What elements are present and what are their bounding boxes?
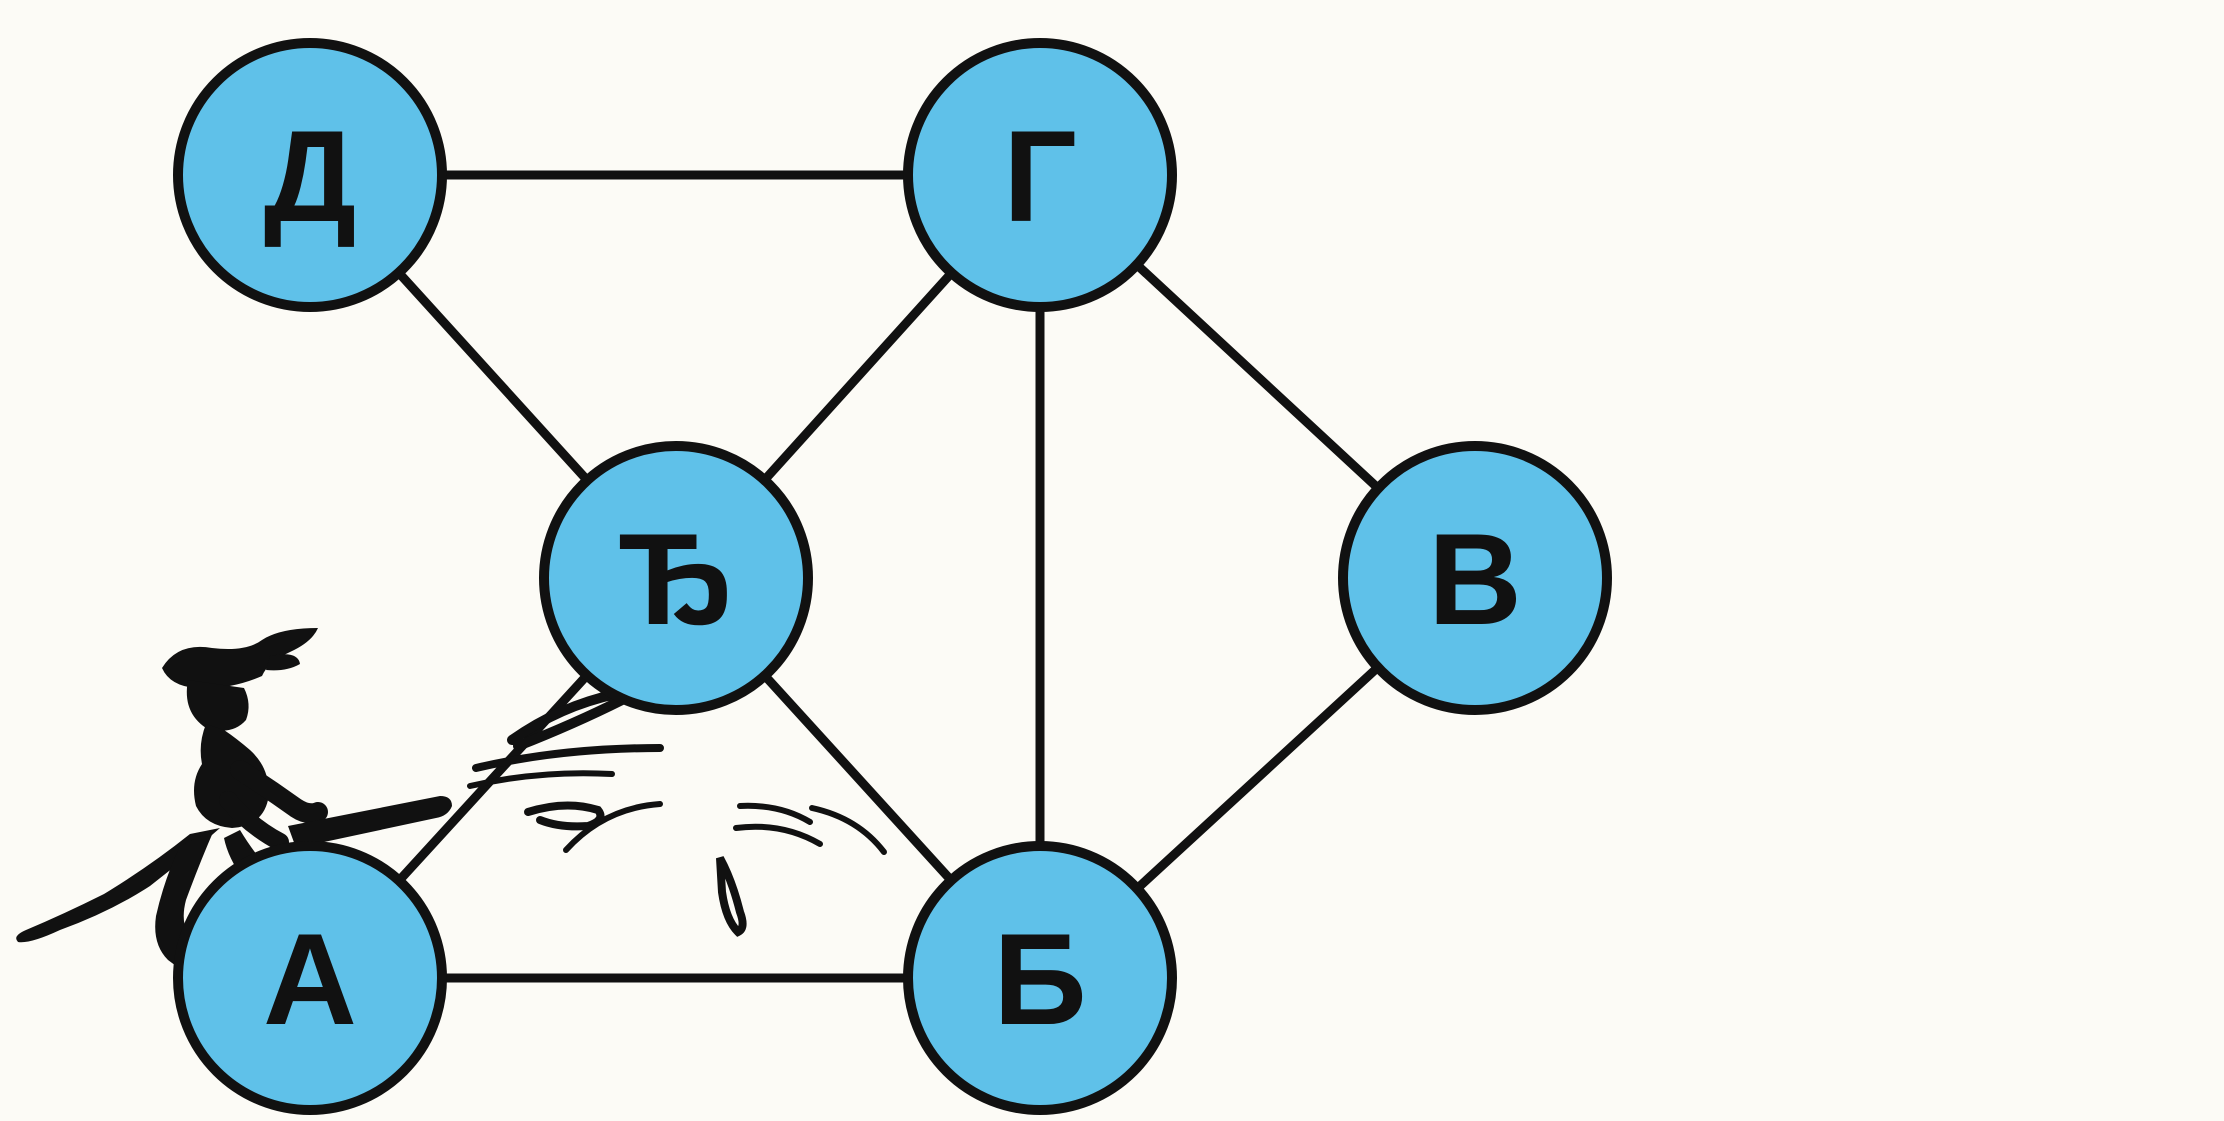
node-A: А [173,841,447,1115]
edges-layer [305,170,1480,983]
nodes-layer: Д Г Ђ В А Б [173,38,1612,1115]
node-circle [173,841,447,1115]
node-circle [539,441,813,715]
node-label: Д [264,103,357,249]
node-label: В [1428,506,1522,652]
node-label: Ђ [618,506,733,652]
node-D: Д [173,38,447,312]
node-label: Г [1003,103,1077,249]
node-label: Б [993,906,1086,1052]
node-B: Б [903,841,1177,1115]
node-circle [173,38,447,312]
node-circle [903,841,1177,1115]
node-G: Г [903,38,1177,312]
water-spray-icon [467,687,887,937]
node-Dj: Ђ [539,441,813,715]
node-label: А [263,906,357,1052]
node-circle [1338,441,1612,715]
node-circle [903,38,1177,312]
node-V: В [1338,441,1612,715]
